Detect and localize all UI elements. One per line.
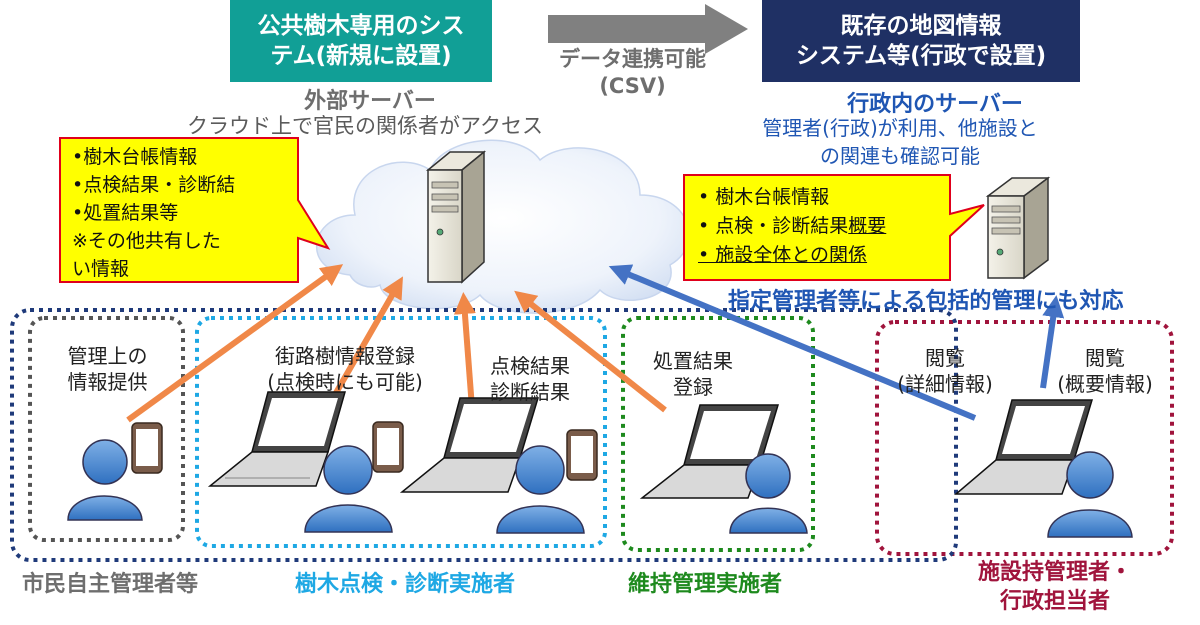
existing-system-line-2: システム等(行政で設置): [795, 43, 1047, 69]
left-callout-item-4: ※その他共有した: [72, 230, 221, 252]
treatment-line-2: 登録: [673, 375, 713, 399]
left-callout-item-1: •樹木台帳情報: [72, 146, 198, 168]
arrow-inspection-to-cloud: [453, 292, 476, 409]
public-system-line-2: テム(新規に設置): [270, 43, 452, 69]
group-maintainers: 維持管理実施者: [628, 572, 783, 597]
view-summary-label: 閲覧 (概要情報): [1040, 345, 1170, 397]
public-system-line-1: 公共樹木専用のシス: [257, 13, 465, 39]
citizen-person-icon: [67, 439, 143, 521]
facility-group-box: [875, 320, 1174, 556]
admin-server-desc-line-1: 管理者(行政)が利用、他施設と: [762, 116, 1038, 140]
citizen-phone-icon: [131, 422, 163, 474]
right-callout-item-2: • 点検・診断結果概要: [698, 212, 948, 241]
facility-person-icon: [1047, 451, 1133, 538]
street-tree-line-2: (点検時にも可能): [267, 370, 423, 394]
designated-manager-note: 指定管理者等による包括的管理にも対応: [728, 289, 1124, 314]
inspection-line-1: 点検結果: [490, 354, 570, 378]
arrow-treatment-to-cloud: [514, 290, 667, 413]
right-callout-item-3: • 施設全体との関係: [698, 244, 868, 266]
inspection-label: 点検結果 診断結果: [470, 353, 590, 405]
public-system-box: 公共樹木専用のシス テム(新規に設置): [230, 0, 492, 82]
right-callout-item-1: • 樹木台帳情報: [698, 186, 830, 208]
inspection-laptop-icon: [399, 397, 540, 493]
treatment-person-icon: [729, 453, 808, 534]
admin-server-desc: 管理者(行政)が利用、他施設と の関連も確認可能: [745, 114, 1055, 170]
external-server-subtitle: クラウド上で官民の関係者がアクセス: [187, 114, 543, 138]
csv-link-label: データ連携可能 (CSV): [540, 46, 725, 100]
right-callout: • 樹木台帳情報 • 点検・診断結果概要 • 施設全体との関係: [698, 183, 948, 270]
group-facility-admin: 施設持管理者・ 行政担当者: [955, 558, 1155, 616]
citizen-group-box: [28, 316, 185, 542]
view-detail-line-1: 閲覧: [925, 346, 965, 370]
citizen-info-line-2: 情報提供: [67, 370, 148, 394]
left-callout-item-3: •処置結果等: [72, 202, 179, 224]
csv-link-arrow: [548, 4, 748, 54]
cloud-server-icon: [425, 150, 487, 284]
right-callout-underlined: 概要: [848, 215, 887, 237]
street-phone-icon: [372, 421, 404, 473]
view-detail-label: 閲覧 (詳細情報): [880, 345, 1010, 397]
inspector-group-box: [195, 316, 607, 548]
arrow-citizen-to-cloud: [126, 264, 344, 423]
group-inspectors: 樹木点検・診断実施者: [295, 572, 516, 597]
cloud-shape: [315, 139, 690, 314]
view-detail-line-2: (詳細情報): [897, 372, 993, 396]
maintainer-group-box: [621, 316, 815, 552]
external-server-title: 外部サーバー: [304, 89, 436, 114]
arrow-summary-view-to-admin: [1040, 295, 1065, 389]
left-callout: •樹木台帳情報 •点検結果・診断結 •処置結果等 ※その他共有した い情報: [72, 143, 297, 283]
left-callout-item-5: い情報: [72, 258, 130, 280]
citizen-info-line-1: 管理上の: [67, 344, 148, 368]
csv-link-line-1: データ連携可能: [559, 47, 706, 71]
inspection-phone-icon: [566, 429, 598, 481]
street-tree-line-1: 街路樹情報登録: [275, 344, 415, 368]
left-callout-item-2: •点検結果・診断結: [72, 174, 236, 196]
view-summary-line-1: 閲覧: [1085, 346, 1125, 370]
inspection-line-2: 診断結果: [490, 380, 570, 404]
group-citizens: 市民自主管理者等: [22, 572, 199, 597]
facility-admin-line-2: 行政担当者: [999, 589, 1110, 614]
street-tree-label: 街路樹情報登録 (点検時にも可能): [245, 343, 445, 395]
street-person-icon: [304, 445, 393, 533]
facility-laptop-icon: [953, 399, 1094, 495]
csv-link-line-2: (CSV): [599, 74, 666, 98]
street-laptop-icon: [207, 391, 346, 487]
arrow-detail-view-to-cloud: [608, 264, 977, 421]
right-callout-item-2-text: • 点検・診断結果: [698, 215, 849, 237]
arrow-street-to-cloud: [322, 276, 403, 414]
treatment-label: 処置結果 登録: [633, 348, 753, 400]
designated-manager-box: [10, 308, 958, 562]
admin-server-icon: [985, 176, 1051, 280]
existing-system-line-1: 既存の地図情報: [840, 13, 1002, 39]
admin-server-title: 行政内のサーバー: [847, 92, 1023, 117]
left-callout-shape: [59, 137, 331, 283]
treatment-line-1: 処置結果: [653, 349, 733, 373]
existing-system-box: 既存の地図情報 システム等(行政で設置): [762, 0, 1080, 82]
admin-server-desc-line-2: の関連も確認可能: [820, 144, 980, 168]
citizen-info-label: 管理上の 情報提供: [40, 343, 175, 395]
treatment-laptop-icon: [639, 404, 780, 499]
right-callout-shape: [683, 174, 985, 281]
facility-admin-line-1: 施設持管理者・: [977, 560, 1132, 585]
view-summary-line-2: (概要情報): [1057, 372, 1153, 396]
inspection-person-icon: [496, 445, 585, 534]
